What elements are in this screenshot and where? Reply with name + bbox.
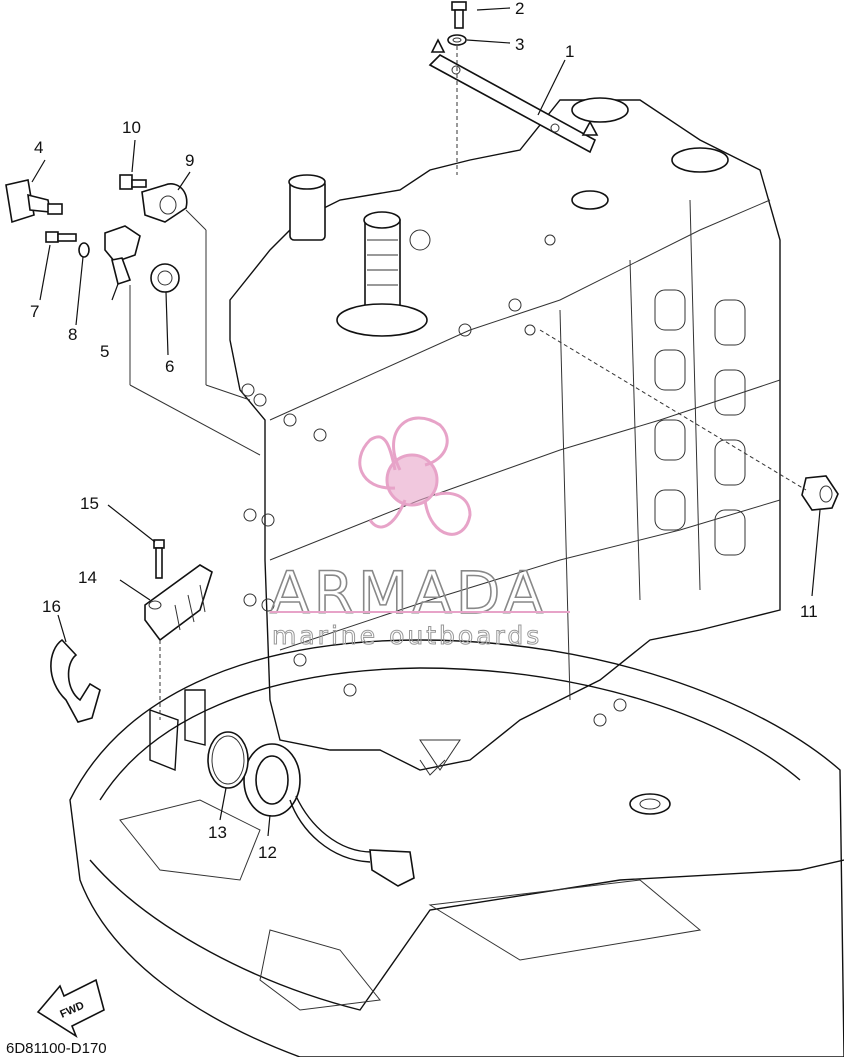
part-7-bolt[interactable] <box>45 231 77 243</box>
part-16-clip[interactable] <box>50 638 101 723</box>
part-12-harness[interactable] <box>243 743 415 887</box>
part-1-bracket[interactable] <box>428 38 599 154</box>
brand-tagline: marine outboards <box>272 621 542 650</box>
callout-12: 12 <box>258 843 277 862</box>
brand-text: ARMADA <box>270 559 547 627</box>
callouts: 2 3 1 4 10 9 7 8 5 6 11 15 14 16 13 12 <box>30 0 818 862</box>
leader-lines <box>31 7 821 837</box>
part-11-plug[interactable] <box>801 475 839 511</box>
callout-5: 5 <box>100 342 109 361</box>
bottom-cowling <box>69 639 844 1057</box>
callout-1: 1 <box>565 42 574 61</box>
engine-block <box>229 97 781 776</box>
part-3-washer[interactable] <box>447 34 467 46</box>
part-14-bracket[interactable] <box>144 564 213 642</box>
part-5-plate[interactable] <box>104 225 141 286</box>
callout-9: 9 <box>185 151 194 170</box>
part-2-bolt[interactable] <box>451 1 467 29</box>
armada-watermark: ARMADA marine outboards <box>269 416 570 651</box>
part-13-oring[interactable] <box>207 731 249 789</box>
part-8-washer[interactable] <box>78 242 90 258</box>
callout-10: 10 <box>122 118 141 137</box>
part-9-clamp[interactable] <box>141 183 188 223</box>
callout-4: 4 <box>34 138 43 157</box>
part-10-bolt[interactable] <box>119 174 147 190</box>
callout-6: 6 <box>165 357 174 376</box>
callout-7: 7 <box>30 302 39 321</box>
part-6-grommet[interactable] <box>150 263 180 293</box>
callout-13: 13 <box>208 823 227 842</box>
callout-14: 14 <box>78 568 97 587</box>
part-4-sensor[interactable] <box>5 179 63 224</box>
callout-15: 15 <box>80 494 99 513</box>
fwd-arrow-icon: FWD <box>36 978 105 1038</box>
callout-11: 11 <box>800 602 818 621</box>
part-15-bolt[interactable] <box>153 539 165 579</box>
callout-2: 2 <box>515 0 524 18</box>
callout-3: 3 <box>515 35 524 54</box>
callout-8: 8 <box>68 325 77 344</box>
callout-16: 16 <box>42 597 61 616</box>
diagram-code: 6D81100-D170 <box>6 1040 107 1057</box>
propeller-logo <box>358 416 472 536</box>
